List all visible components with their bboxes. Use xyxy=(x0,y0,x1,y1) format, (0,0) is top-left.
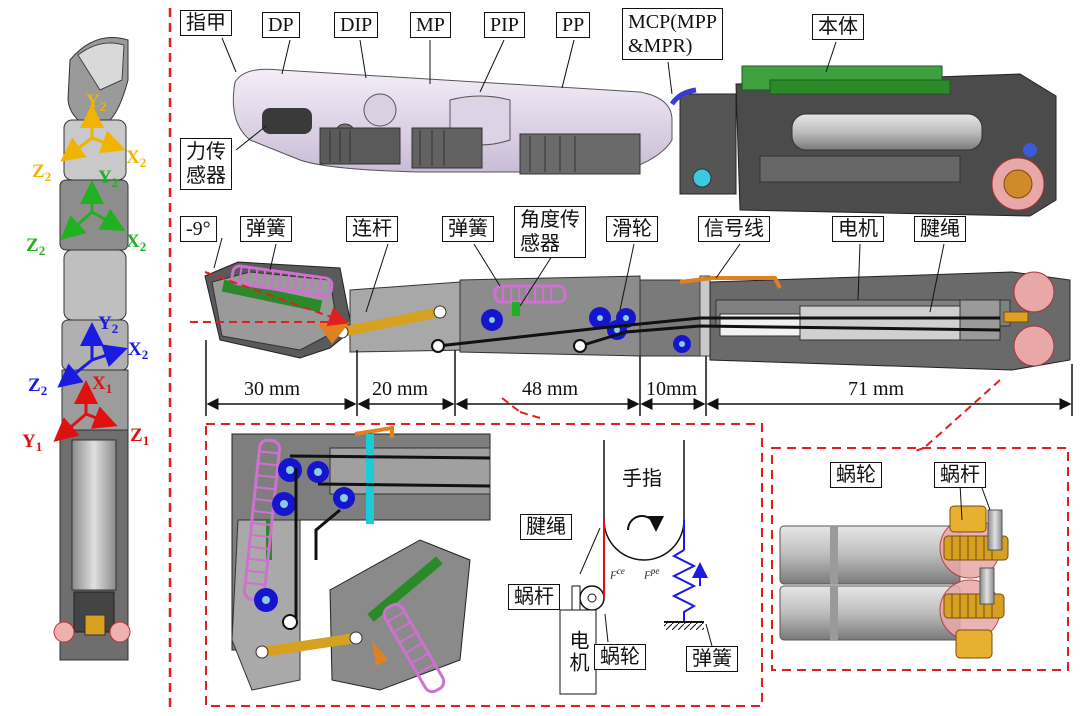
zoom-joints-render xyxy=(231,425,491,694)
schematic-diagram xyxy=(559,440,713,695)
dimension-30mm: 30 mm xyxy=(244,378,301,400)
axis-label-z-red: Z1 xyxy=(130,425,150,449)
middle-section-view xyxy=(190,261,1071,371)
schematic-label-spring: 弹簧 xyxy=(686,646,738,672)
label-mcp: MCP(MPP&MPR) xyxy=(622,8,723,60)
dimension-71mm: 71 mm xyxy=(848,378,905,400)
label-tendon: 腱绳 xyxy=(914,216,966,242)
label-force-sensor: 力传感器 xyxy=(180,138,232,190)
dimension-lines xyxy=(205,340,1073,416)
dimension-10mm: 10mm xyxy=(646,378,698,400)
dimension-20mm: 20 mm xyxy=(372,378,429,400)
label-spring-2: 弹簧 xyxy=(442,216,494,242)
label-angle-sensor: 角度传感器 xyxy=(514,206,586,258)
zoom-box-gears xyxy=(771,447,1069,671)
label-dip: DIP xyxy=(334,12,379,38)
axis-label-y-yellow: Y2 xyxy=(86,91,107,115)
schematic-label-tendon: 腱绳 xyxy=(520,514,572,540)
label-mp: MP xyxy=(410,12,451,38)
axis-label-x-yellow: X2 xyxy=(126,147,147,171)
schematic-force-pe: Fpe xyxy=(644,566,660,582)
label-angle: -9° xyxy=(180,216,217,242)
left-finger-side-view xyxy=(53,37,131,661)
label-signal-line: 信号线 xyxy=(698,216,770,242)
zoom-gears-render xyxy=(779,483,1009,659)
label-link: 连杆 xyxy=(346,216,398,242)
axis-label-x-red: X1 xyxy=(92,373,113,397)
label-pip: PIP xyxy=(484,12,525,38)
axis-label-z-blue: Z2 xyxy=(28,375,48,399)
label-nail: 指甲 xyxy=(180,10,232,36)
axis-label-y-red: Y1 xyxy=(22,431,43,455)
gear-label-worm-wheel: 蜗轮 xyxy=(830,462,882,488)
label-body: 本体 xyxy=(812,14,864,40)
schematic-label-worm-wheel: 蜗轮 xyxy=(594,644,646,670)
label-spring-1: 弹簧 xyxy=(240,216,292,242)
gear-label-worm: 蜗杆 xyxy=(934,462,986,488)
axis-label-y-green: Y2 xyxy=(98,167,119,191)
label-pulley: 滑轮 xyxy=(606,216,658,242)
axis-label-y-blue: Y2 xyxy=(98,313,119,337)
schematic-force-ce: Fce xyxy=(610,566,625,582)
axis-label-x-green: X2 xyxy=(126,231,147,255)
axis-label-x-blue: X2 xyxy=(128,339,149,363)
label-motor: 电机 xyxy=(832,216,884,242)
frame-red xyxy=(53,380,118,442)
label-pp: PP xyxy=(556,12,591,38)
top-finger-render xyxy=(232,65,1057,217)
label-dp: DP xyxy=(262,12,300,38)
frame-yellow xyxy=(60,104,126,162)
zoom-box-joints xyxy=(205,423,763,707)
axis-label-z-yellow: Z2 xyxy=(32,161,52,185)
frame-blue xyxy=(57,322,128,388)
frame-green xyxy=(60,180,126,240)
schematic-label-finger: 手指 xyxy=(622,468,662,490)
axis-label-z-green: Z2 xyxy=(26,235,46,259)
schematic-label-motor: 电机 xyxy=(566,630,588,674)
dimension-48mm: 48 mm xyxy=(522,378,579,400)
schematic-label-worm: 蜗杆 xyxy=(508,584,560,610)
